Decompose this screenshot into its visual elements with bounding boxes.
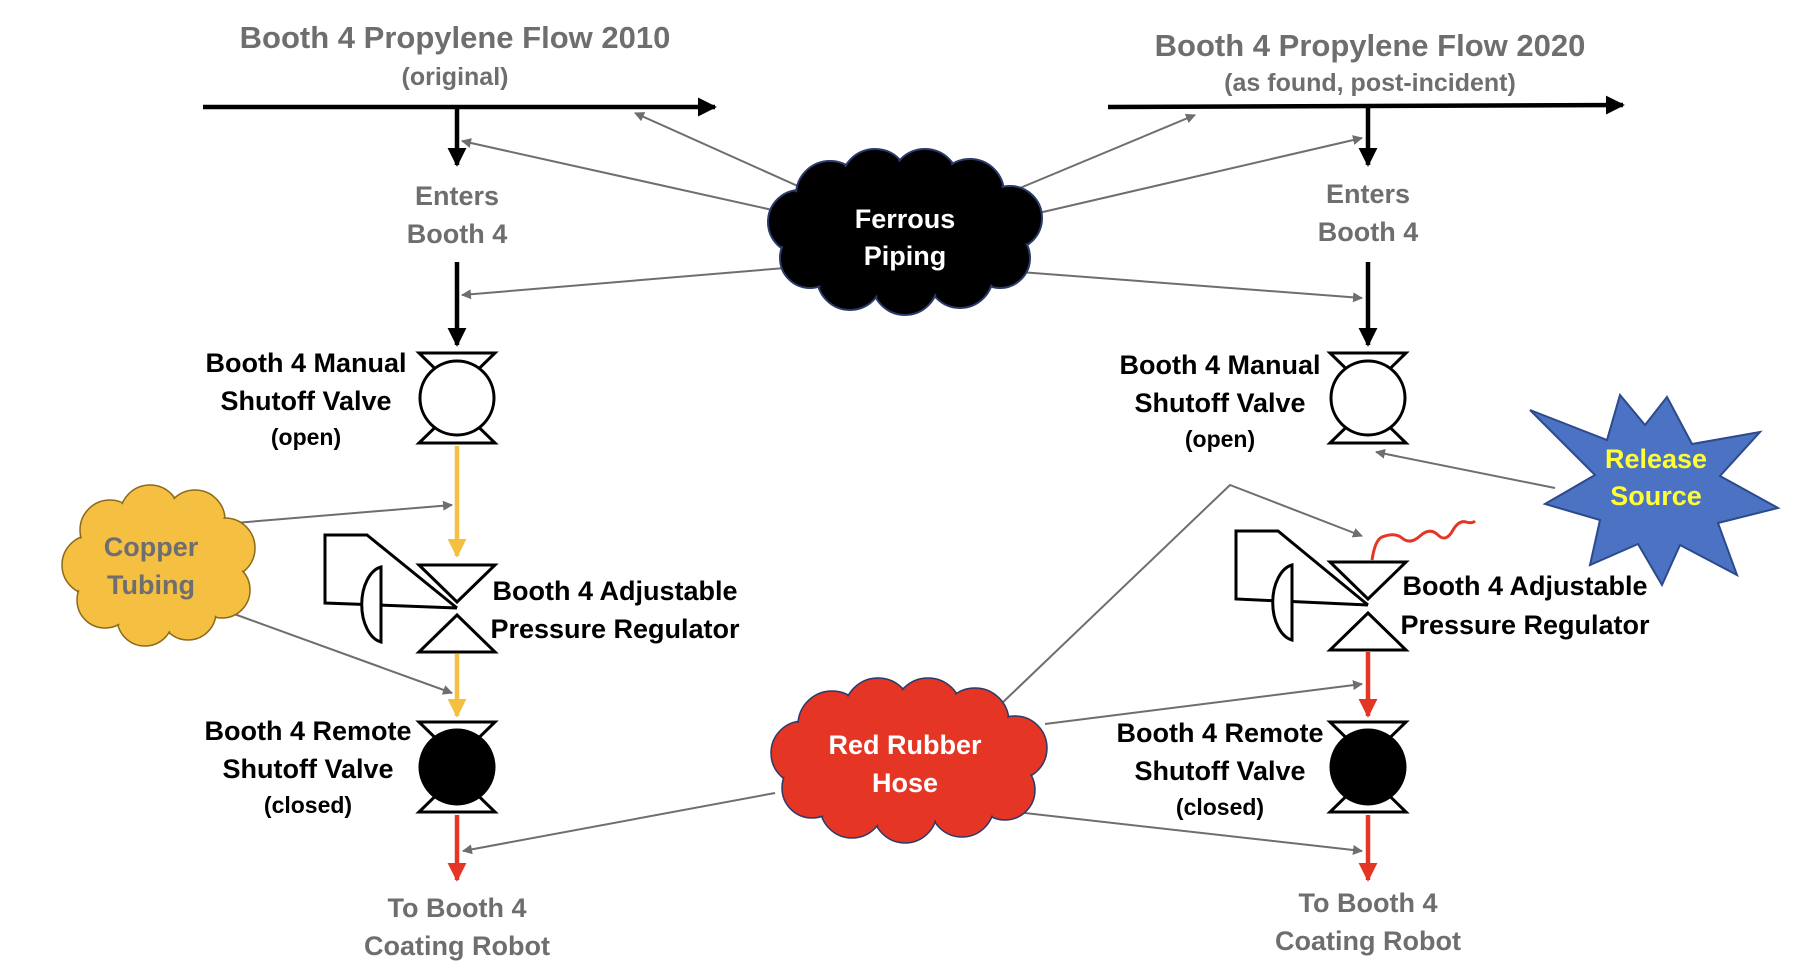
right-manual-valve-icon bbox=[1326, 351, 1410, 445]
left-manual-valve-label-1: Booth 4 Manual bbox=[206, 348, 407, 378]
release-label-1: Release bbox=[1605, 444, 1707, 474]
ferrous-arrow-left-main bbox=[634, 112, 821, 197]
right-subtitle: (as found, post-incident) bbox=[1224, 69, 1516, 97]
left-remote-valve-label-1: Booth 4 Remote bbox=[204, 716, 411, 746]
red-rubber-hose-cloud: Red Rubber Hose bbox=[770, 677, 1048, 844]
left-remote-valve-state: (closed) bbox=[264, 792, 352, 818]
rubber-arrow-right-regulator bbox=[999, 483, 1363, 706]
right-enters-label-1: Enters bbox=[1326, 179, 1410, 209]
ferrous-arrow-left-enters bbox=[461, 267, 786, 300]
rubber-arrow-left-robot bbox=[462, 792, 776, 855]
ferrous-piping-cloud: Ferrous Piping bbox=[767, 148, 1043, 316]
rubber-label-2: Hose bbox=[872, 768, 938, 798]
left-subtitle: (original) bbox=[402, 63, 509, 91]
right-manual-valve-state: (open) bbox=[1185, 426, 1255, 452]
left-enters-label-2: Booth 4 bbox=[407, 219, 508, 249]
left-robot-label-2: Coating Robot bbox=[364, 931, 550, 961]
right-regulator-icon bbox=[1234, 529, 1410, 652]
left-regulator-label-2: Pressure Regulator bbox=[490, 614, 740, 644]
ferrous-label-1: Ferrous bbox=[855, 204, 956, 234]
right-main-pipe bbox=[1107, 95, 1625, 115]
right-robot-label-1: To Booth 4 bbox=[1299, 888, 1438, 918]
right-remote-valve-icon bbox=[1326, 720, 1410, 814]
left-regulator-label-1: Booth 4 Adjustable bbox=[492, 576, 737, 606]
release-source-starburst: Release Source bbox=[1529, 392, 1781, 588]
ferrous-arrow-right-branch bbox=[1029, 135, 1363, 216]
ferrous-label-2: Piping bbox=[864, 241, 947, 271]
rubber-arrow-right-robot bbox=[979, 807, 1363, 855]
left-enters-label-1: Enters bbox=[415, 181, 499, 211]
left-remote-valve-label-2: Shutoff Valve bbox=[222, 754, 393, 784]
right-regulator-label-1: Booth 4 Adjustable bbox=[1402, 571, 1647, 601]
right-manual-valve-label-2: Shutoff Valve bbox=[1134, 388, 1305, 418]
left-panel: Booth 4 Propylene Flow 2010 (original) E… bbox=[203, 20, 740, 961]
right-manual-valve-label-1: Booth 4 Manual bbox=[1120, 350, 1321, 380]
release-arrow bbox=[1375, 448, 1556, 489]
rubber-label-1: Red Rubber bbox=[828, 730, 982, 760]
left-manual-valve-state: (open) bbox=[271, 424, 341, 450]
copper-arrow-upper bbox=[234, 500, 453, 524]
right-enters-label-2: Booth 4 bbox=[1318, 217, 1419, 247]
release-leak-squiggle bbox=[1370, 519, 1477, 561]
copper-tubing-cloud: Copper Tubing bbox=[61, 484, 256, 647]
rubber-arrow-right-remote bbox=[1044, 680, 1363, 725]
left-manual-valve-label-2: Shutoff Valve bbox=[220, 386, 391, 416]
left-remote-valve-icon bbox=[415, 720, 499, 814]
copper-label-2: Tubing bbox=[107, 570, 195, 600]
ferrous-arrow-left-branch bbox=[461, 138, 796, 216]
left-robot-label-1: To Booth 4 bbox=[388, 893, 527, 923]
copper-label-1: Copper bbox=[104, 532, 199, 562]
right-robot-label-2: Coating Robot bbox=[1275, 926, 1461, 956]
right-title: Booth 4 Propylene Flow 2020 bbox=[1155, 28, 1586, 63]
right-remote-valve-label-2: Shutoff Valve bbox=[1134, 756, 1305, 786]
release-label-2: Source bbox=[1610, 481, 1702, 511]
callout-arrows bbox=[211, 112, 1556, 855]
right-panel: Booth 4 Propylene Flow 2020 (as found, p… bbox=[1107, 28, 1650, 956]
ferrous-arrow-right-main bbox=[1019, 113, 1196, 189]
left-title: Booth 4 Propylene Flow 2010 bbox=[240, 20, 671, 55]
right-remote-valve-label-1: Booth 4 Remote bbox=[1116, 718, 1323, 748]
left-manual-valve-icon bbox=[415, 351, 499, 445]
copper-arrow-lower bbox=[211, 605, 453, 695]
left-regulator-icon bbox=[323, 533, 499, 654]
ferrous-arrow-right-enters bbox=[1019, 271, 1363, 303]
right-regulator-label-2: Pressure Regulator bbox=[1400, 610, 1650, 640]
right-remote-valve-state: (closed) bbox=[1176, 794, 1264, 820]
